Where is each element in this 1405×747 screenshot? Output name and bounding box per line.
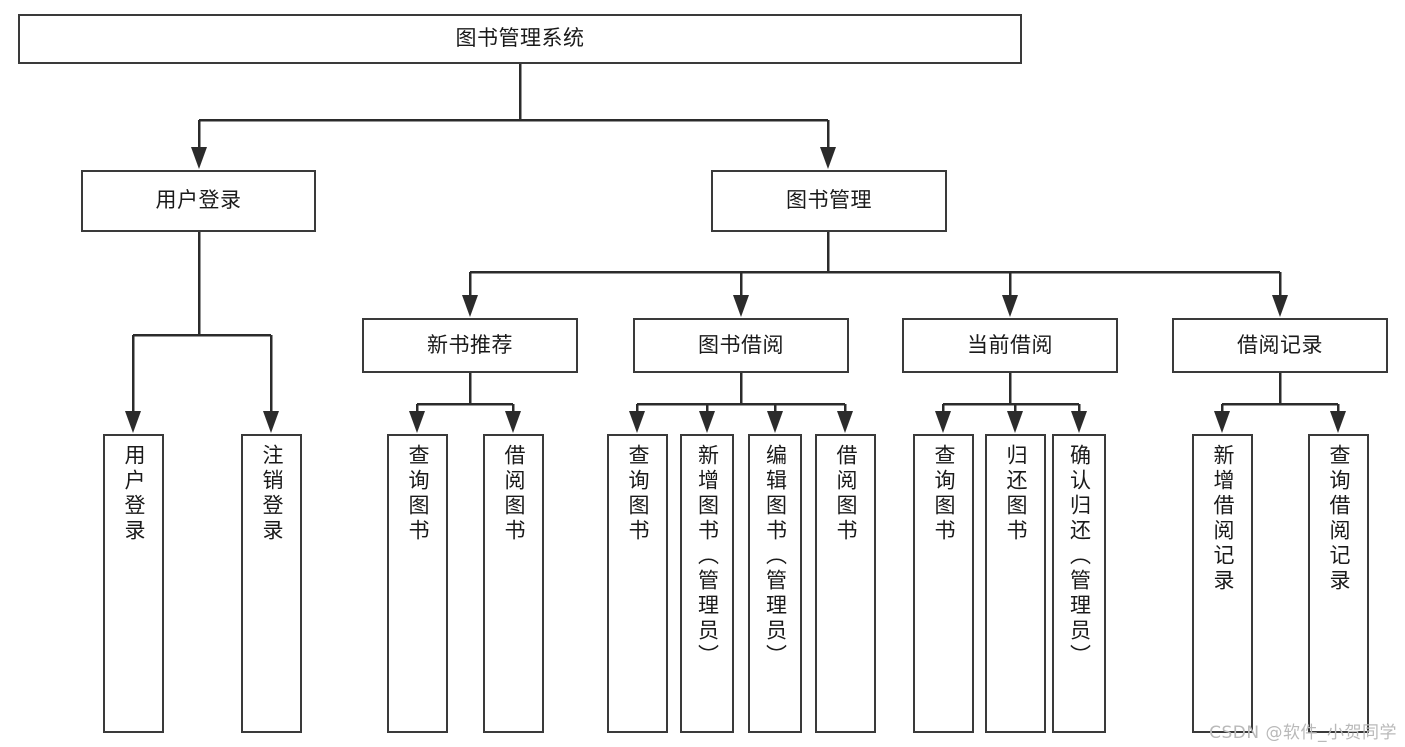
node-label: 借阅图书 [834, 444, 858, 544]
arrowhead-icon [1330, 411, 1346, 433]
node-label: 借阅图书 [502, 444, 526, 544]
node-l-confirm[interactable]: 确认归还（管理员） [1052, 434, 1106, 733]
arrowhead-icon [462, 295, 478, 317]
node-l-login[interactable]: 用户登录 [103, 434, 164, 733]
node-label: 图书管理 [786, 188, 872, 213]
node-label: 新增借阅记录 [1211, 444, 1235, 594]
node-l-qb2[interactable]: 查询图书 [607, 434, 668, 733]
arrowhead-icon [1214, 411, 1230, 433]
arrowhead-icon [1002, 295, 1018, 317]
node-l-qb3[interactable]: 查询图书 [913, 434, 974, 733]
node-label: 新增图书（管理员） [695, 444, 720, 669]
node-records[interactable]: 借阅记录 [1172, 318, 1388, 373]
arrowhead-icon [125, 411, 141, 433]
arrowhead-icon [263, 411, 279, 433]
node-l-addrec[interactable]: 新增借阅记录 [1192, 434, 1253, 733]
node-l-qb1[interactable]: 查询图书 [387, 434, 448, 733]
arrowhead-icon [409, 411, 425, 433]
node-label: 借阅记录 [1237, 332, 1323, 357]
node-l-addbook[interactable]: 新增图书（管理员） [680, 434, 734, 733]
node-label: 用户登录 [155, 188, 242, 213]
arrowhead-icon [935, 411, 951, 433]
node-label: 用户登录 [122, 444, 146, 544]
node-root[interactable]: 图书管理系统 [18, 14, 1022, 64]
node-label: 注销登录 [260, 444, 284, 544]
node-borrow[interactable]: 图书借阅 [633, 318, 849, 373]
arrowhead-icon [191, 147, 207, 169]
arrowhead-icon [733, 295, 749, 317]
node-bookmgmt[interactable]: 图书管理 [711, 170, 947, 232]
node-label: 归还图书 [1004, 444, 1028, 544]
node-label: 查询图书 [626, 444, 650, 544]
node-l-qrec[interactable]: 查询借阅记录 [1308, 434, 1369, 733]
watermark: CSDN @软件_小贺同学 [1209, 723, 1397, 743]
node-label: 查询图书 [406, 444, 430, 544]
node-l-return[interactable]: 归还图书 [985, 434, 1046, 733]
arrowhead-icon [1071, 411, 1087, 433]
node-current[interactable]: 当前借阅 [902, 318, 1118, 373]
arrowhead-icon [505, 411, 521, 433]
node-label: 编辑图书（管理员） [763, 444, 788, 669]
node-login[interactable]: 用户登录 [81, 170, 316, 232]
arrowhead-icon [1007, 411, 1023, 433]
arrowhead-icon [837, 411, 853, 433]
arrowhead-icon [1272, 295, 1288, 317]
arrowhead-icon [767, 411, 783, 433]
node-label: 图书借阅 [698, 332, 784, 357]
arrowhead-icon [820, 147, 836, 169]
node-label: 当前借阅 [967, 332, 1053, 357]
node-label: 新书推荐 [427, 332, 513, 357]
node-l-editbook[interactable]: 编辑图书（管理员） [748, 434, 802, 733]
node-newrec[interactable]: 新书推荐 [362, 318, 578, 373]
arrowhead-icon [699, 411, 715, 433]
node-l-bb2[interactable]: 借阅图书 [815, 434, 876, 733]
node-label: 图书管理系统 [455, 26, 585, 51]
node-label: 确认归还（管理员） [1067, 444, 1092, 669]
node-label: 查询图书 [932, 444, 956, 544]
arrowhead-icon [629, 411, 645, 433]
node-l-logout[interactable]: 注销登录 [241, 434, 302, 733]
node-label: 查询借阅记录 [1327, 444, 1351, 594]
node-l-bb1[interactable]: 借阅图书 [483, 434, 544, 733]
